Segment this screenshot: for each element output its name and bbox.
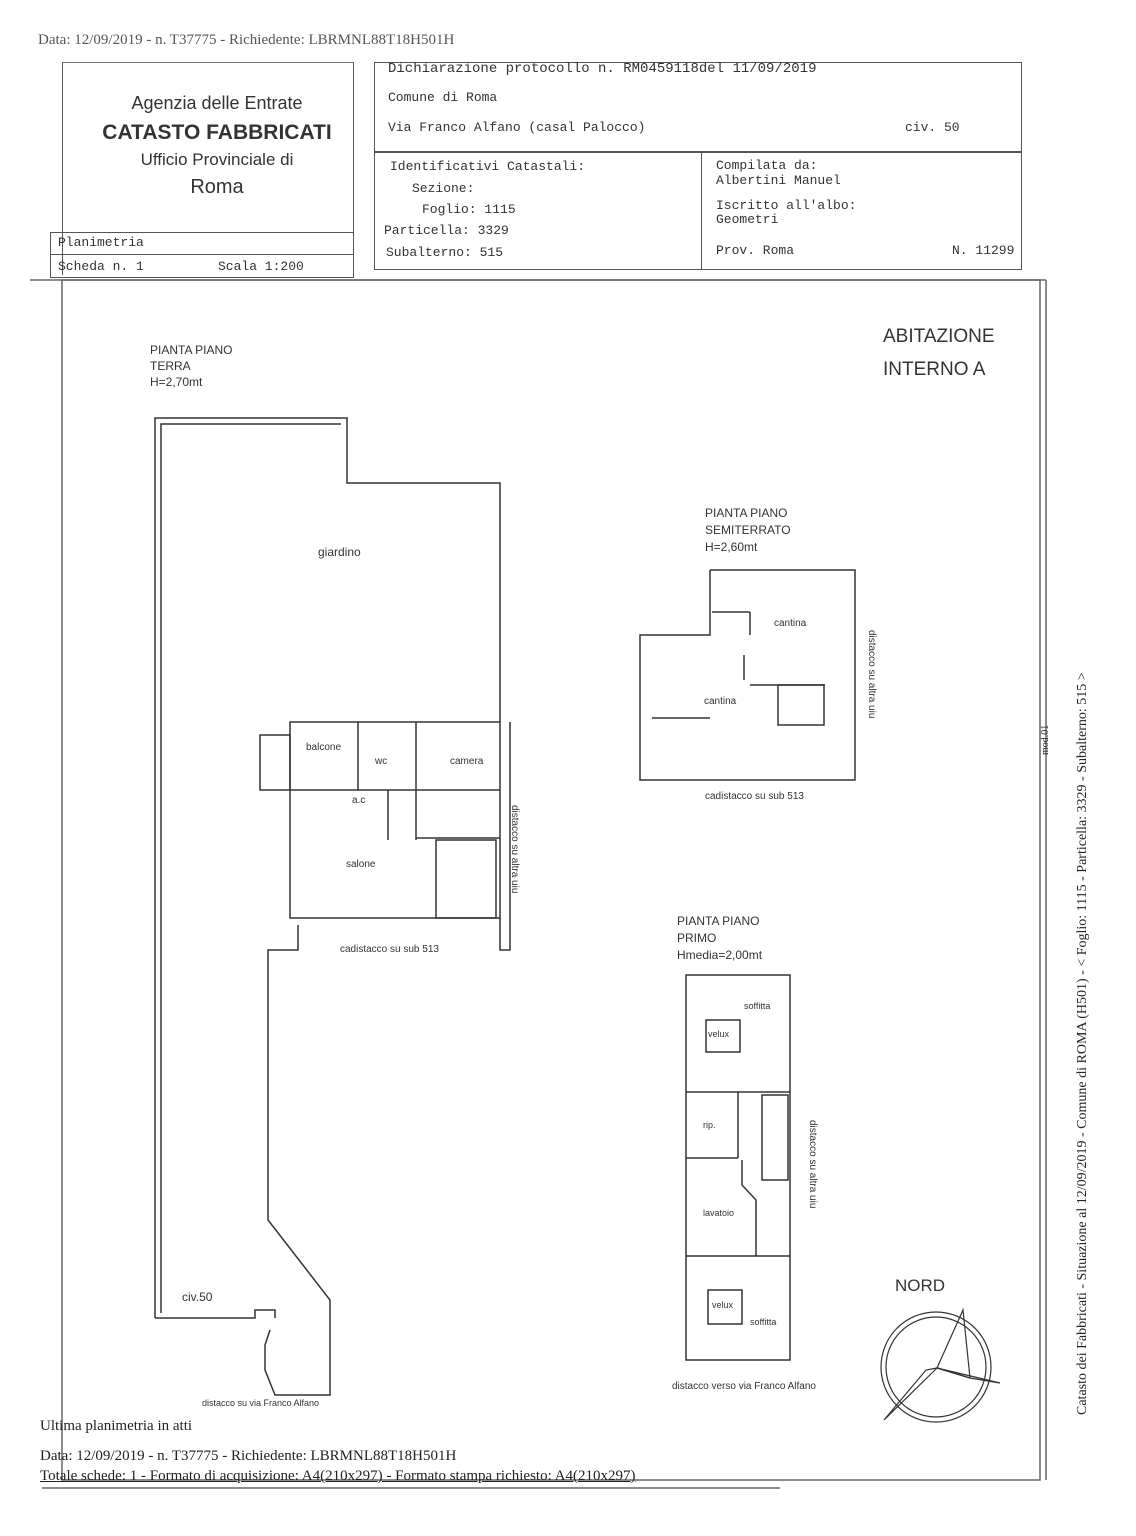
velux-1: velux — [708, 1029, 730, 1039]
agency-city: Roma — [190, 176, 244, 198]
compiler-number: N. 11299 — [952, 243, 1015, 258]
sheet-type: Planimetria — [58, 235, 144, 250]
basement-cadistacco: cadistacco su sub 513 — [705, 791, 804, 802]
civico: civ. 50 — [905, 120, 960, 135]
compiler-label: Compilata da: — [716, 158, 818, 173]
unit-line1: ABITAZIONE — [883, 326, 995, 347]
ground-title1: PIANTA PIANO — [150, 343, 233, 357]
side-small: mod.01 — [1040, 724, 1051, 755]
ground-distacco-side: distacco su altra uiu — [509, 805, 520, 894]
first-height: Hmedia=2,00mt — [677, 948, 763, 962]
room-camera: camera — [450, 756, 484, 767]
albo-label: Iscritto all'albo: — [716, 198, 857, 213]
north-label: NORD — [895, 1276, 946, 1295]
ground-floor-plan — [154, 417, 511, 1396]
top-header-line: Data: 12/09/2019 - n. T37775 - Richieden… — [38, 32, 455, 48]
room-wc: wc — [375, 756, 388, 767]
room-ac: a.c — [352, 795, 366, 806]
compiler-name: Albertini Manuel — [716, 173, 841, 188]
agency-name: Agenzia delle Entrate — [131, 93, 303, 113]
basement-plan — [639, 569, 856, 781]
room-soffitta-2: soffitta — [750, 1317, 777, 1327]
first-title1: PIANTA PIANO — [677, 914, 760, 928]
side-stamp: Catasto dei Fabbricati - Situazione al 1… — [1075, 672, 1090, 1415]
footer-line1: Ultima planimetria in atti — [40, 1418, 193, 1434]
first-floor-plan — [685, 974, 791, 1361]
ground-title2: TERRA — [150, 359, 191, 373]
velux-2: velux — [712, 1300, 734, 1310]
basement-title2: SEMITERRATO — [705, 523, 791, 537]
footer-line2: Data: 12/09/2019 - n. T37775 - Richieden… — [40, 1448, 457, 1464]
ground-distacco-street: distacco su via Franco Alfano — [202, 1398, 320, 1408]
agency-office: Ufficio Provinciale di — [140, 150, 294, 169]
first-title2: PRIMO — [677, 931, 717, 945]
albo-value: Geometri — [716, 212, 779, 227]
declaration-box — [374, 62, 1022, 152]
address: Via Franco Alfano (casal Palocco) — [388, 120, 646, 135]
room-cantina-2: cantina — [704, 696, 737, 707]
subalterno: Subalterno: 515 — [386, 245, 504, 260]
agency-box — [62, 62, 354, 275]
agency-catasto: CATASTO FABBRICATI — [102, 121, 332, 144]
room-giardino: giardino — [318, 545, 361, 559]
basement-height: H=2,60mt — [705, 540, 758, 554]
sheet-scheda: Scheda n. 1 — [58, 259, 144, 274]
room-cantina-1: cantina — [774, 618, 807, 629]
room-balcone: balcone — [306, 742, 342, 753]
first-distacco-side: distacco su altra uiu — [807, 1120, 818, 1209]
first-distacco-street: distacco verso via Franco Alfano — [672, 1381, 816, 1392]
sheet-scale: Scala 1:200 — [218, 259, 304, 274]
room-rip: rip. — [703, 1120, 716, 1130]
room-salone: salone — [346, 859, 376, 870]
sheet-box — [50, 232, 354, 278]
protocol: Dichiarazione protocollo n. RM0459118del… — [388, 61, 817, 77]
ground-civico: civ.50 — [182, 1290, 213, 1304]
room-lavatoio: lavatoio — [703, 1208, 735, 1218]
unit-line2: INTERNO A — [883, 359, 986, 380]
comune: Comune di Roma — [388, 90, 498, 105]
basement-title1: PIANTA PIANO — [705, 506, 788, 520]
sezione: Sezione: — [412, 181, 475, 196]
ground-height: H=2,70mt — [150, 375, 203, 389]
foglio: Foglio: 1115 — [422, 202, 516, 217]
identifiers-title: Identificativi Catastali: — [390, 159, 586, 174]
identifiers-box — [374, 152, 1022, 270]
ground-cadistacco: cadistacco su sub 513 — [340, 944, 439, 955]
compiler-prov: Prov. Roma — [716, 243, 795, 258]
room-soffitta-1: soffitta — [744, 1001, 771, 1011]
basement-distacco-side: distacco su altra uiu — [866, 630, 877, 719]
particella: Particella: 3329 — [384, 223, 509, 238]
footer-line3: Totale schede: 1 - Formato di acquisizio… — [40, 1468, 636, 1484]
north-compass-icon — [880, 1307, 1001, 1423]
